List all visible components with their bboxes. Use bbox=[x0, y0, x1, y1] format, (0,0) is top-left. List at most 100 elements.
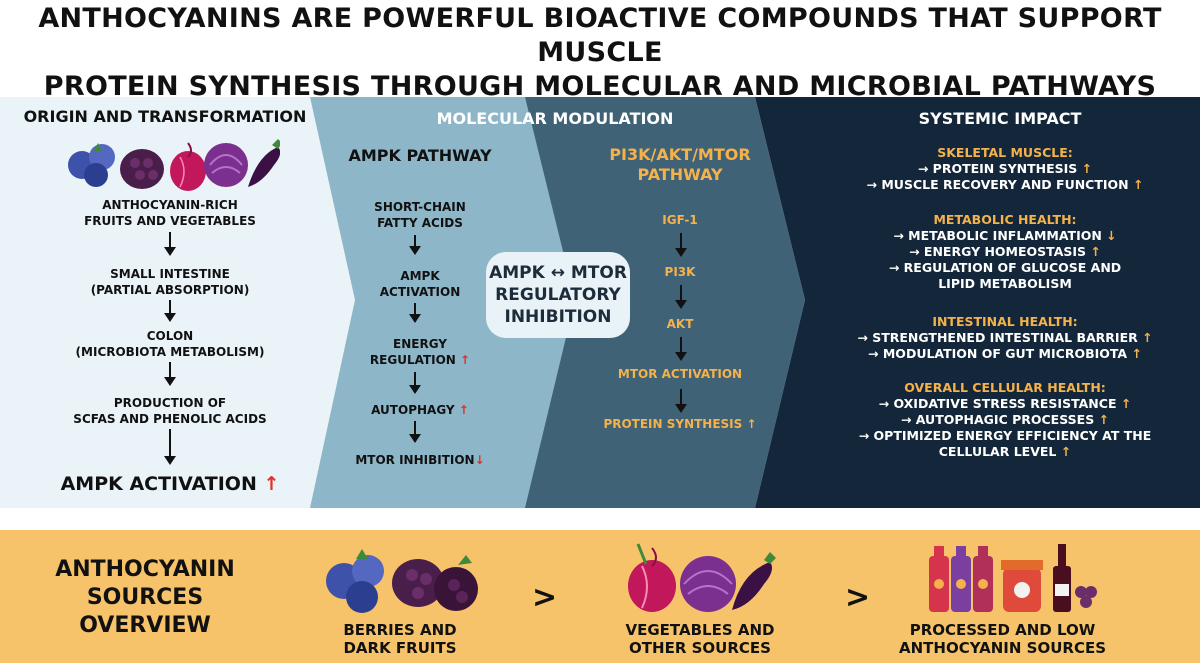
arrow-down-icon bbox=[164, 429, 176, 465]
jam-jar-icon bbox=[1001, 560, 1043, 612]
intestinal-line-2-label: → MODULATION OF GUT MICROBIOTA bbox=[868, 346, 1128, 361]
ampk-mtor-regulatory-box: AMPK ↔ MTOR REGULATORY INHIBITION bbox=[486, 252, 630, 338]
ampk-pathway-title: AMPK PATHWAY bbox=[348, 146, 492, 165]
cellular-line-3: → OPTIMIZED ENERGY EFFICIENCY AT THE bbox=[858, 428, 1152, 443]
origin-step-1-line-1: ANTHOCYANIN-RICH bbox=[102, 198, 238, 212]
source-processed-line-1: PROCESSED AND LOW bbox=[909, 621, 1096, 639]
metabolic-line-3: → REGULATION OF GLUCOSE AND bbox=[888, 260, 1122, 275]
metabolic-line-2-label: → ENERGY HOMEOSTASIS bbox=[909, 244, 1087, 259]
up-arrow-icon: ↑ bbox=[1132, 177, 1144, 192]
eggplant-icon bbox=[732, 552, 776, 610]
blackberry-icon bbox=[392, 555, 478, 611]
panel-pi3k-bg bbox=[525, 97, 805, 508]
down-arrow-icon: ↓ bbox=[474, 453, 485, 467]
up-arrow-icon: ↑ bbox=[1131, 346, 1142, 361]
up-arrow-icon: ↑ bbox=[1090, 244, 1101, 259]
cellular-line-1-label: → OXIDATIVE STRESS RESISTANCE bbox=[878, 396, 1117, 411]
ampk-step-3-line-1: ENERGY bbox=[393, 337, 447, 351]
arrow-down-icon bbox=[675, 389, 687, 413]
up-arrow-icon: ↑ bbox=[1120, 396, 1132, 411]
ampk-step-4-label: AUTOPHAGY bbox=[371, 403, 455, 417]
intestinal-line-1-label: → STRENGTHENED INTESTINAL BARRIER bbox=[857, 330, 1138, 345]
source-berries-label: BERRIES AND DARK FRUITS bbox=[300, 621, 500, 657]
origin-step-2-line-2: (PARTIAL ABSORPTION) bbox=[90, 283, 250, 297]
box-line-1: AMPK ↔ MTOR bbox=[489, 263, 627, 283]
source-berries-line-2: DARK FRUITS bbox=[343, 639, 457, 657]
source-vegetables-label: VEGETABLES AND OTHER SOURCES bbox=[600, 621, 800, 657]
blueberry-icon bbox=[68, 143, 115, 187]
wine-bottle-icon bbox=[1053, 544, 1071, 612]
sources-title-line-2: SOURCES bbox=[86, 585, 204, 610]
pi3k-title-line-2: PATHWAY bbox=[637, 165, 723, 184]
ampk-step-2-line-2: ACTIVATION bbox=[379, 285, 461, 299]
origin-step-4: PRODUCTION OF SCFAS AND PHENOLIC ACIDS bbox=[60, 395, 280, 427]
box-line-3: INHIBITION bbox=[504, 307, 612, 327]
eggplant-icon bbox=[248, 139, 280, 187]
page-title: ANTHOCYANINS ARE POWERFUL BIOACTIVE COMP… bbox=[0, 2, 1200, 104]
skeletal-line-1: → PROTEIN SYNTHESIS ↑ bbox=[810, 161, 1200, 177]
pi3k-step-4: MTOR ACTIVATION bbox=[617, 367, 743, 381]
pi3k-step-5-label: PROTEIN SYNTHESIS bbox=[603, 417, 743, 431]
arrow-down-icon bbox=[409, 235, 421, 255]
origin-final: AMPK ACTIVATION ↑ bbox=[0, 472, 340, 496]
blackberry-icon bbox=[120, 149, 164, 189]
processed-sources-illustration bbox=[929, 544, 1097, 612]
pi3k-step-2: PI3K bbox=[664, 265, 696, 279]
origin-step-2: SMALL INTESTINE (PARTIAL ABSORPTION) bbox=[60, 266, 280, 298]
metabolic-head: METABOLIC HEALTH: bbox=[933, 212, 1077, 227]
cellular-head: OVERALL CELLULAR HEALTH: bbox=[904, 380, 1106, 395]
impact-heading: SYSTEMIC IMPACT bbox=[918, 109, 1082, 128]
metabolic-line-1: → METABOLIC INFLAMMATION ↓ bbox=[810, 228, 1200, 244]
intestinal-head: INTESTINAL HEALTH: bbox=[932, 314, 1078, 329]
metabolic-line-2: → ENERGY HOMEOSTASIS ↑ bbox=[810, 244, 1200, 260]
box-line-2: REGULATORY bbox=[495, 285, 621, 305]
impact-intestinal: INTESTINAL HEALTH: → STRENGTHENED INTEST… bbox=[810, 314, 1200, 362]
metabolic-line-1-label: → METABOLIC INFLAMMATION bbox=[893, 228, 1102, 243]
juice-bottle-icon bbox=[929, 546, 993, 612]
cabbage-icon bbox=[204, 143, 248, 187]
vegetables-illustration bbox=[628, 543, 776, 612]
up-arrow-icon: ↑ bbox=[1142, 330, 1153, 345]
pi3k-step-5: PROTEIN SYNTHESIS ↑ bbox=[570, 416, 790, 432]
ampk-step-1-line-1: SHORT-CHAIN bbox=[374, 200, 466, 214]
pi3k-title-line-1: PI3K/AKT/MTOR bbox=[609, 145, 751, 164]
ampk-step-5: MTOR INHIBITION↓ bbox=[330, 452, 510, 468]
panel-impact-bg bbox=[755, 97, 1200, 508]
arrow-down-icon bbox=[409, 421, 421, 443]
source-berries-line-1: BERRIES AND bbox=[343, 621, 457, 639]
up-arrow-icon: ↑ bbox=[1098, 412, 1110, 427]
arrow-down-icon bbox=[164, 362, 176, 386]
impact-skeletal: SKELETAL MUSCLE: → PROTEIN SYNTHESIS ↑ →… bbox=[810, 145, 1200, 193]
source-vegetables-line-2: OTHER SOURCES bbox=[629, 639, 771, 657]
down-arrow-icon: ↓ bbox=[1106, 228, 1117, 243]
intestinal-line-2: → MODULATION OF GUT MICROBIOTA ↑ bbox=[810, 346, 1200, 362]
impact-cellular: OVERALL CELLULAR HEALTH: → OXIDATIVE STR… bbox=[810, 380, 1200, 460]
metabolic-line-4: LIPID METABOLISM bbox=[938, 276, 1072, 291]
origin-step-3-line-2: (MICROBIOTA METABOLISM) bbox=[75, 345, 265, 359]
origin-step-4-line-1: PRODUCTION OF bbox=[113, 396, 227, 410]
title-line-1: ANTHOCYANINS ARE POWERFUL BIOACTIVE COMP… bbox=[38, 3, 1162, 68]
cellular-line-1: → OXIDATIVE STRESS RESISTANCE ↑ bbox=[810, 396, 1200, 412]
source-processed-line-2: ANTHOCYANIN SOURCES bbox=[899, 639, 1106, 657]
greater-than-icon-1: > bbox=[532, 580, 558, 615]
grapes-icon bbox=[1075, 586, 1097, 608]
up-arrow-icon: ↑ bbox=[460, 353, 471, 367]
berries-illustration bbox=[326, 549, 478, 613]
ampk-step-5-label: MTOR INHIBITION bbox=[355, 453, 475, 467]
ampk-step-2: AMPK ACTIVATION bbox=[330, 268, 510, 300]
arrow-down-icon bbox=[675, 337, 687, 361]
arrow-down-icon bbox=[675, 233, 687, 257]
arrow-down-icon bbox=[409, 372, 421, 394]
origin-step-1: ANTHOCYANIN-RICH FRUITS AND VEGETABLES bbox=[60, 197, 280, 229]
origin-step-2-line-1: SMALL INTESTINE bbox=[110, 267, 230, 281]
greater-than-icon-2: > bbox=[845, 580, 871, 615]
ampk-step-3-line-2: REGULATION ↑ bbox=[330, 352, 510, 368]
impact-metabolic: METABOLIC HEALTH: → METABOLIC INFLAMMATI… bbox=[810, 212, 1200, 292]
pi3k-step-1: IGF-1 bbox=[662, 213, 698, 227]
arrow-down-icon bbox=[164, 300, 176, 322]
up-arrow-icon: ↑ bbox=[458, 403, 469, 417]
source-processed-label: PROCESSED AND LOW ANTHOCYANIN SOURCES bbox=[890, 621, 1115, 657]
cellular-line-4-label: CELLULAR LEVEL bbox=[938, 444, 1057, 459]
pi3k-pathway-title: PI3K/AKT/MTOR PATHWAY bbox=[570, 145, 790, 185]
fruits-vegetables-illustration bbox=[68, 139, 280, 191]
